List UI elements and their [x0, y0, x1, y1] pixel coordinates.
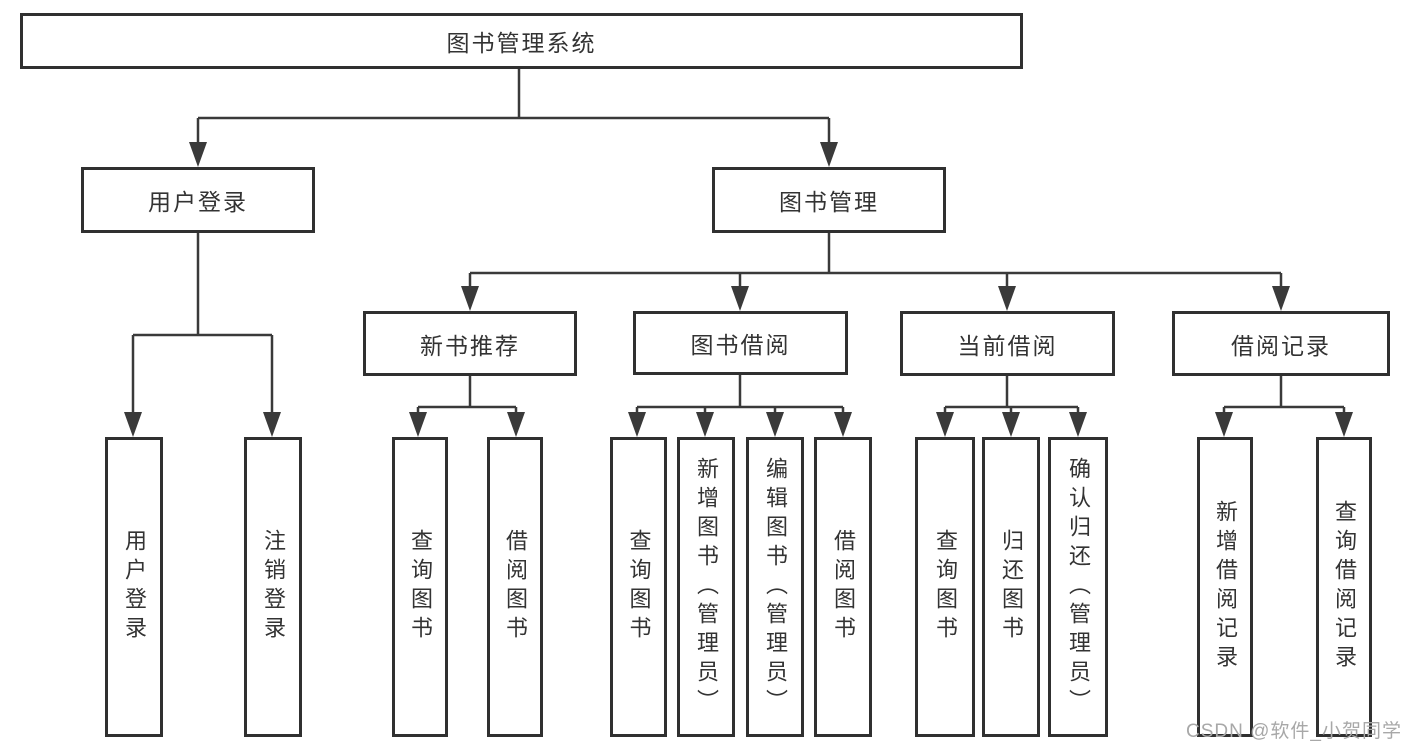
leaf-query-books-3: 查询图书	[915, 437, 975, 737]
node-current-borrow: 当前借阅	[900, 311, 1115, 376]
connector-borrow-records-children	[1215, 376, 1353, 437]
connector-current-borrow-children	[936, 376, 1087, 437]
leaf-label: 查询图书	[933, 529, 958, 645]
leaf-edit-books-admin: 编辑图书（管理员）	[746, 437, 804, 737]
leaf-query-books-1: 查询图书	[392, 437, 448, 737]
connector-new-books-children	[409, 376, 525, 437]
node-label: 用户登录	[148, 189, 248, 215]
node-book-management: 图书管理	[712, 167, 946, 233]
leaf-label: 查询图书	[408, 529, 433, 645]
connector-user-login-children	[124, 233, 281, 437]
node-book-borrow: 图书借阅	[633, 311, 848, 375]
node-label: 图书管理	[779, 189, 879, 215]
leaf-label: 确认归还（管理员）	[1066, 456, 1091, 718]
connector-root-to-level2	[189, 69, 838, 167]
node-user-login: 用户登录	[81, 167, 315, 233]
leaf-query-borrow-record: 查询借阅记录	[1316, 437, 1372, 737]
leaf-label: 新增图书（管理员）	[694, 456, 719, 718]
node-label: 图书借阅	[690, 332, 791, 358]
node-new-book-recommend: 新书推荐	[363, 311, 577, 376]
leaf-borrow-books-2: 借阅图书	[814, 437, 872, 737]
connector-book-borrow-children	[628, 375, 852, 437]
leaf-add-borrow-record: 新增借阅记录	[1197, 437, 1253, 737]
node-label: 当前借阅	[957, 332, 1058, 359]
leaf-label: 新增借阅记录	[1213, 500, 1238, 674]
leaf-return-books: 归还图书	[982, 437, 1040, 737]
node-label: 图书管理系统	[446, 30, 597, 56]
leaf-confirm-return-admin: 确认归还（管理员）	[1048, 437, 1108, 737]
node-label: 新书推荐	[420, 332, 520, 359]
leaf-user-login: 用户登录	[105, 437, 163, 737]
leaf-borrow-books-1: 借阅图书	[487, 437, 543, 737]
node-label: 借阅记录	[1231, 332, 1331, 359]
leaf-add-books-admin: 新增图书（管理员）	[677, 437, 735, 737]
node-library-management-system: 图书管理系统	[20, 13, 1023, 69]
leaf-query-books-2: 查询图书	[610, 437, 667, 737]
leaf-label: 注销登录	[261, 529, 286, 645]
leaf-label: 借阅图书	[831, 529, 856, 645]
leaf-label: 用户登录	[122, 529, 147, 645]
leaf-label: 查询图书	[626, 529, 652, 645]
leaf-label: 借阅图书	[503, 529, 528, 645]
leaf-label: 查询借阅记录	[1332, 500, 1357, 674]
leaf-logout: 注销登录	[244, 437, 302, 737]
leaf-label: 归还图书	[999, 529, 1024, 645]
leaf-label: 编辑图书（管理员）	[763, 456, 788, 718]
csdn-watermark: CSDN @软件_小贺同学	[1186, 721, 1402, 742]
node-borrow-records: 借阅记录	[1172, 311, 1390, 376]
connector-book-management-children	[461, 233, 1290, 311]
